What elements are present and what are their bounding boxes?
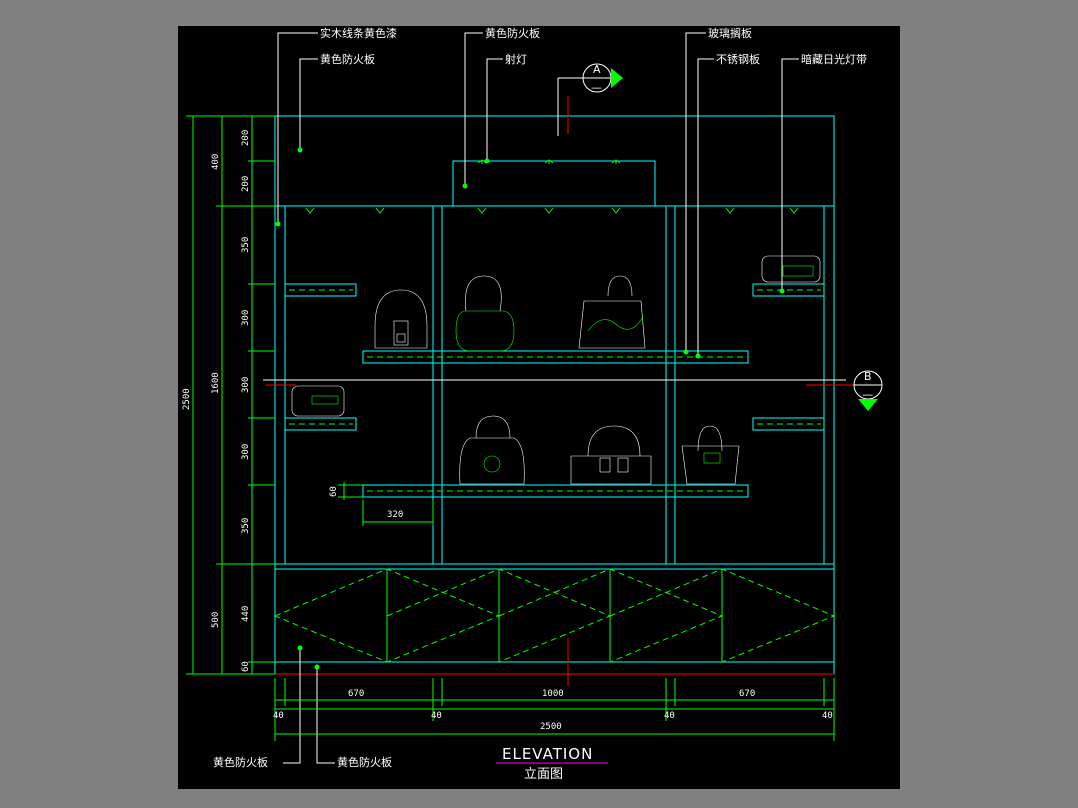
dim-left-inner-7: 350 <box>241 518 251 534</box>
label-spotlight: 射灯 <box>505 52 527 66</box>
label-yellow-fireproof-top-center: 黄色防火板 <box>485 26 540 40</box>
section-b-label: B <box>864 370 872 383</box>
dim-left-middle-3: 500 <box>211 612 221 628</box>
label-stainless-plate: 不锈钢板 <box>716 52 760 66</box>
callouts: 实木线条黄色漆 黄色防火板 黄色防火板 射灯 玻璃搁板 不锈钢板 暗藏日光灯带 … <box>213 26 867 769</box>
dim-bottom-row2-4: 40 <box>822 711 833 721</box>
cad-viewport[interactable]: A — B — 实木线条黄色漆 黄色防火板 黄色防火板 射灯 玻璃搁板 <box>178 26 900 789</box>
dim-bottom-row2-1: 40 <box>273 711 284 721</box>
title-english: ELEVATION <box>502 745 593 763</box>
dim-left-inner-1: 200 <box>241 130 251 146</box>
dim-bottom-row2-2: 40 <box>431 711 442 721</box>
section-marker-b[interactable]: B — <box>266 370 883 411</box>
handbag-1 <box>374 289 428 349</box>
handbag-8 <box>681 425 740 485</box>
lower-cabinet <box>274 563 836 675</box>
handbag-5 <box>291 385 345 417</box>
drawing-title: ELEVATION 立面图 <box>496 745 608 782</box>
dim-bottom-row1-1: 670 <box>348 689 364 699</box>
label-solid-wood-strip: 实木线条黄色漆 <box>320 26 397 40</box>
bottom-dimensions: 670 1000 670 40 40 40 40 2500 <box>273 678 835 741</box>
dim-left-inner-9: 60 <box>241 661 251 672</box>
section-a-dash: — <box>591 81 602 94</box>
dim-bottom-row1-3: 670 <box>739 689 755 699</box>
handbag-2 <box>455 275 515 352</box>
section-b-dash: — <box>862 388 873 401</box>
handbag-4 <box>761 255 821 283</box>
dim-left-middle-2: 1600 <box>211 372 221 394</box>
handbags <box>291 255 821 485</box>
dim-shelf-thickness: 60 <box>329 486 339 497</box>
dim-left-inner-4: 300 <box>241 310 251 326</box>
dim-left-inner-8: 440 <box>241 606 251 622</box>
dim-left-outer: 2500 <box>182 388 192 410</box>
title-chinese: 立面图 <box>524 767 563 782</box>
cabinet-frame <box>263 115 846 674</box>
section-a-label: A <box>593 63 601 76</box>
dim-bottom-row2-3: 40 <box>664 711 675 721</box>
handbag-3 <box>578 275 646 349</box>
dim-left-middle-1: 400 <box>211 154 221 170</box>
label-yellow-fireproof-top-left: 黄色防火板 <box>320 52 375 66</box>
elevation-drawing: A — B — 实木线条黄色漆 黄色防火板 黄色防火板 射灯 玻璃搁板 <box>182 26 883 782</box>
handbag-6 <box>459 415 525 485</box>
dim-left-inner-5: 300 <box>241 377 251 393</box>
section-marker-a[interactable]: A — <box>557 63 623 136</box>
spotlights <box>305 159 799 214</box>
dim-left-inner-6: 300 <box>241 444 251 460</box>
label-glass-partition: 玻璃搁板 <box>708 26 752 40</box>
dim-left-inner-2: 200 <box>241 176 251 192</box>
dim-left-inner-3: 350 <box>241 237 251 253</box>
label-yellow-fireproof-bottom-right: 黄色防火板 <box>337 755 392 769</box>
dim-bottom-row1-2: 1000 <box>542 689 564 699</box>
dim-bottom-total: 2500 <box>540 722 562 732</box>
label-yellow-fireproof-bottom-left: 黄色防火板 <box>213 755 268 769</box>
label-hidden-fluorescent: 暗藏日光灯带 <box>801 52 867 66</box>
dim-shelf-depth: 320 <box>387 510 403 520</box>
shelves <box>284 283 825 498</box>
handbag-7 <box>570 425 652 485</box>
left-dimensions: 2500 400 1600 500 200 200 350 300 300 30… <box>182 115 434 675</box>
